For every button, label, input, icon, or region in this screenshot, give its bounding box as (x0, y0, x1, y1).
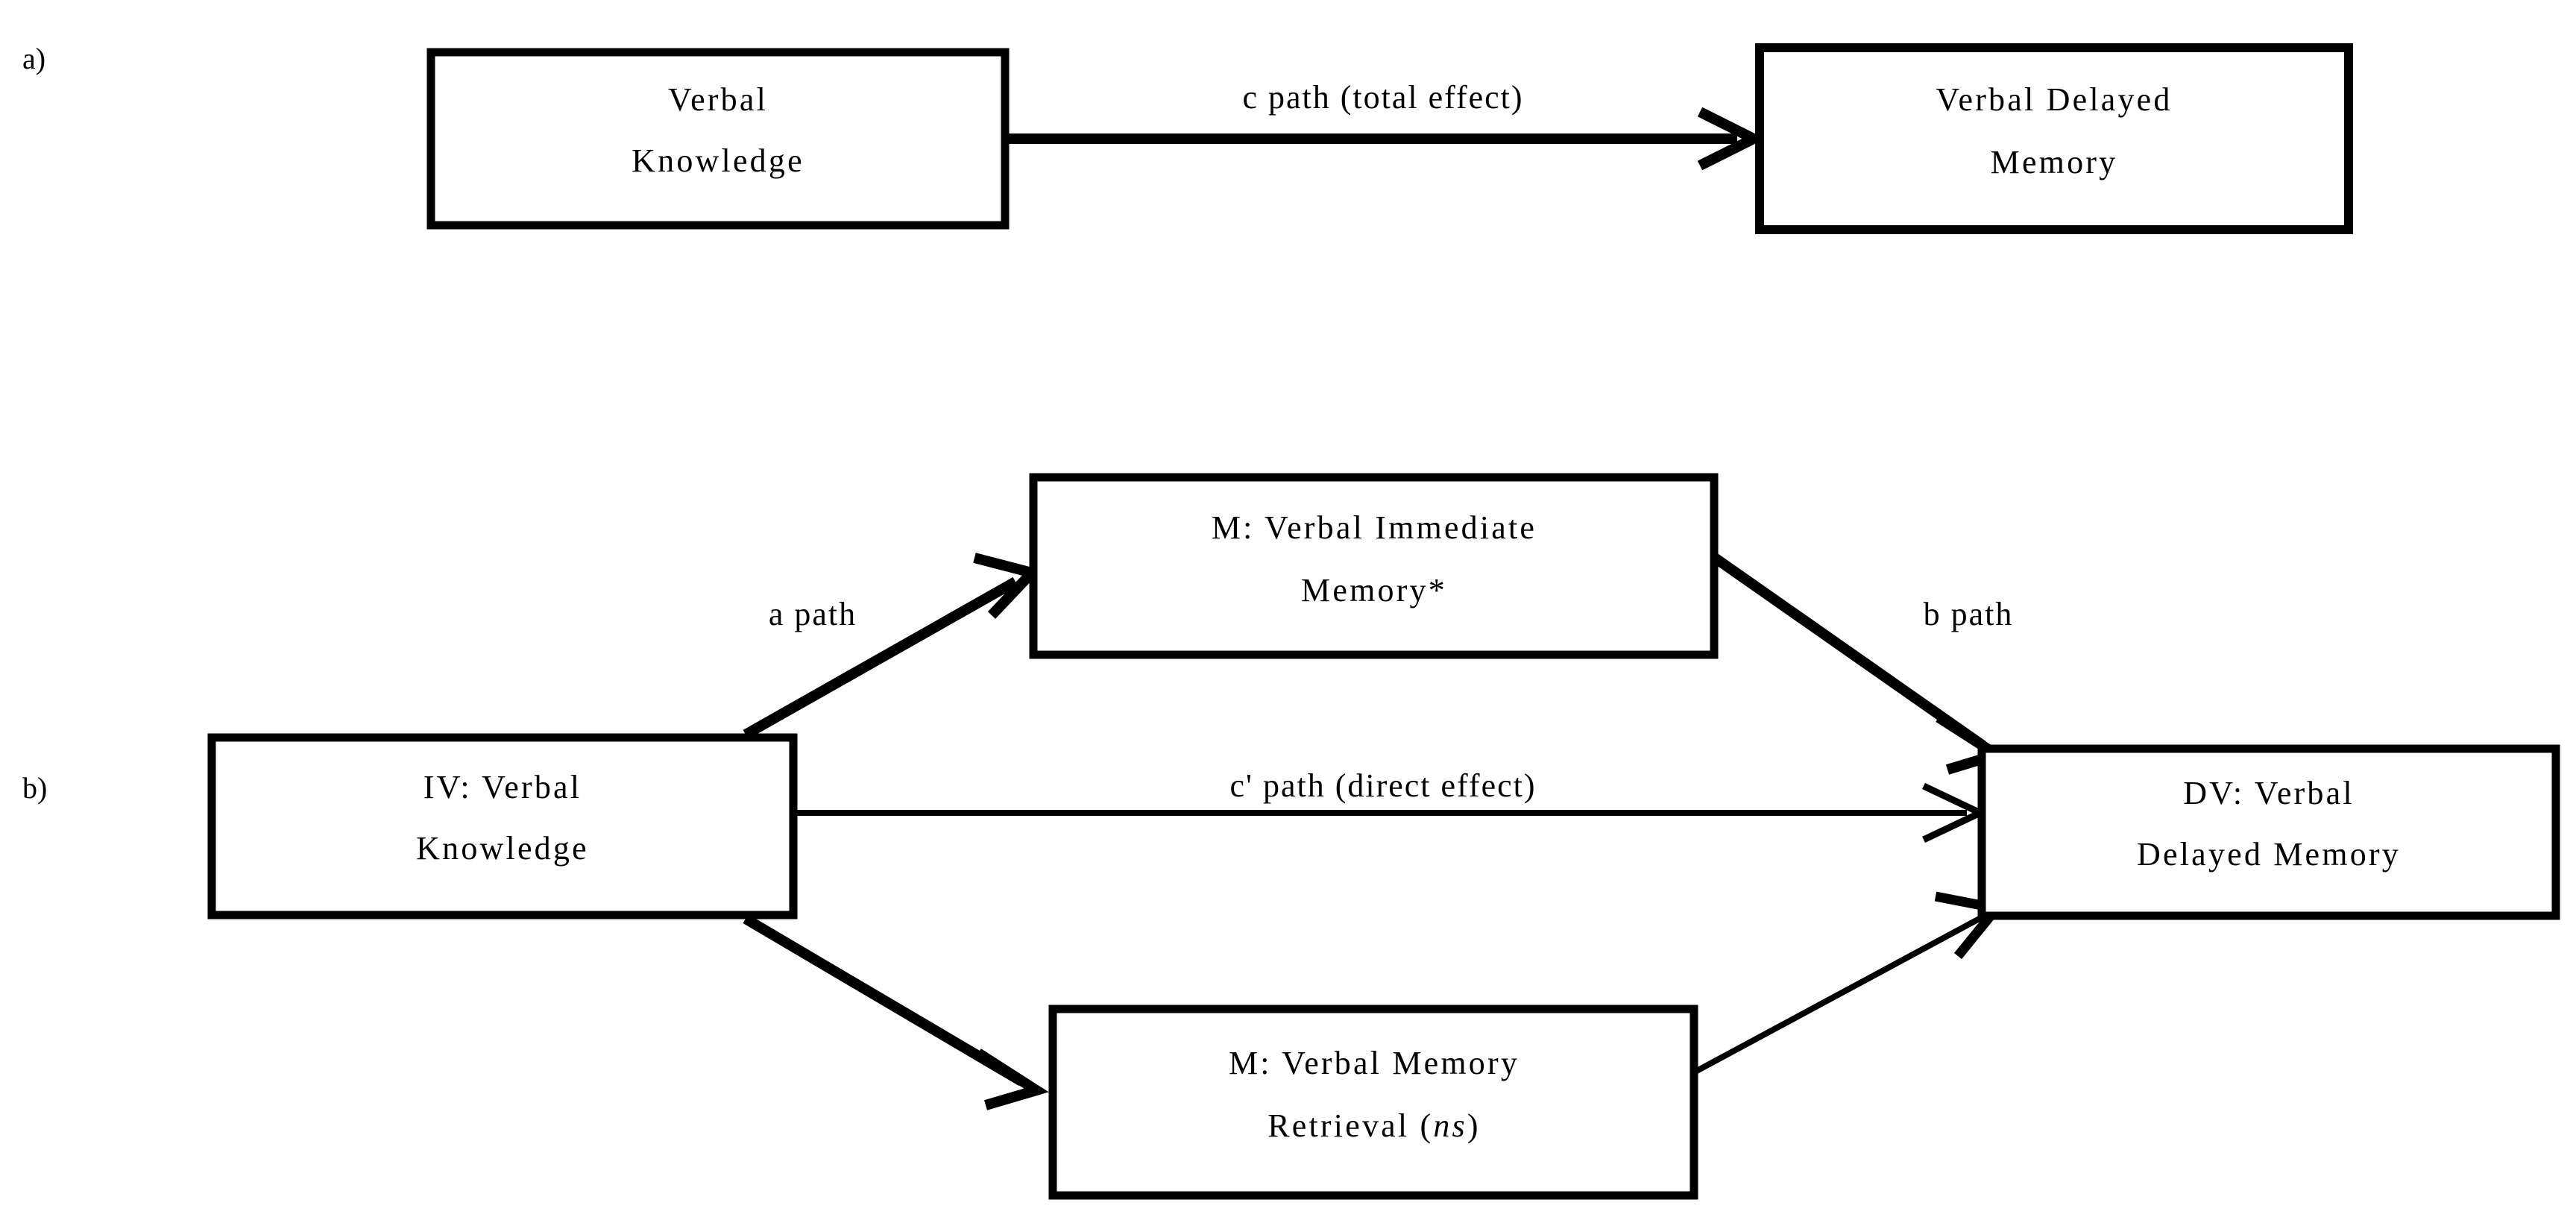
m2-line2-suffix: ) (1467, 1107, 1481, 1144)
node-verbal-delayed-memory-line1: Verbal Delayed (1936, 81, 2172, 118)
panel-b-label: b) (22, 771, 47, 805)
node-verbal-knowledge-line1: Verbal (668, 81, 768, 118)
node-iv-verbal-knowledge-rect (207, 733, 798, 920)
edge-b-path: b path (1711, 553, 2014, 775)
edge-retrieval-to-dv-line (1692, 913, 1986, 1075)
edge-c-prime-path: c' path (direct effect) (793, 767, 1988, 843)
node-iv-verbal-knowledge-line2: Knowledge (416, 830, 589, 867)
node-dv-verbal-delayed-memory: DV: Verbal Delayed Memory (1977, 744, 2560, 920)
node-mediator-verbal-memory-retrieval-line2: Retrieval (ns) (1267, 1107, 1481, 1144)
node-iv-verbal-knowledge: IV: Verbal Knowledge (207, 733, 798, 920)
edge-c-prime-path-label: c' path (direct effect) (1230, 767, 1537, 804)
edge-retrieval-to-dv (1692, 891, 2006, 1075)
m2-line2-prefix: Retrieval ( (1267, 1107, 1433, 1144)
node-verbal-delayed-memory: Verbal Delayed Memory (1755, 43, 2353, 234)
panel-a-label: a) (22, 42, 45, 75)
edge-a-path: a path (743, 553, 1042, 740)
node-mediator-verbal-immediate-memory-line1: M: Verbal Immediate (1212, 509, 1537, 546)
edge-iv-to-retrieval-arrowhead-icon (975, 1049, 1049, 1110)
node-verbal-knowledge: Verbal Knowledge (426, 48, 1010, 230)
edge-b-path-line (1711, 553, 1987, 750)
node-mediator-verbal-memory-retrieval-line1: M: Verbal Memory (1229, 1045, 1520, 1081)
node-mediator-verbal-immediate-memory: M: Verbal Immediate Memory* (1029, 473, 1719, 659)
node-dv-verbal-delayed-memory-rect (1977, 744, 2560, 920)
node-mediator-verbal-memory-retrieval-rect (1048, 1005, 1698, 1200)
node-iv-verbal-knowledge-line1: IV: Verbal (423, 769, 582, 805)
edge-c-path-arrowhead-icon (1697, 107, 1766, 171)
edge-c-path-label: c path (total effect) (1242, 79, 1523, 116)
node-verbal-delayed-memory-rect (1755, 43, 2353, 234)
node-mediator-verbal-immediate-memory-line2: Memory* (1301, 572, 1447, 609)
edge-a-path-line (743, 576, 1018, 740)
m2-line2-italic: ns (1433, 1107, 1467, 1144)
node-verbal-knowledge-line2: Knowledge (632, 142, 804, 179)
node-verbal-knowledge-rect (426, 48, 1010, 230)
node-dv-verbal-delayed-memory-line2: Delayed Memory (2137, 836, 2401, 873)
edge-iv-to-retrieval-line (743, 914, 1024, 1087)
edge-c-path: c path (total effect) (1005, 79, 1766, 171)
node-dv-verbal-delayed-memory-line1: DV: Verbal (2183, 775, 2355, 811)
node-mediator-verbal-immediate-memory-rect (1029, 473, 1719, 659)
edge-a-path-label: a path (769, 596, 857, 632)
node-mediator-verbal-memory-retrieval: M: Verbal Memory Retrieval (ns) (1048, 1005, 1698, 1200)
node-verbal-delayed-memory-line2: Memory (1991, 144, 2118, 180)
edge-b-path-label: b path (1924, 596, 2014, 632)
edge-iv-to-retrieval (743, 914, 1049, 1110)
